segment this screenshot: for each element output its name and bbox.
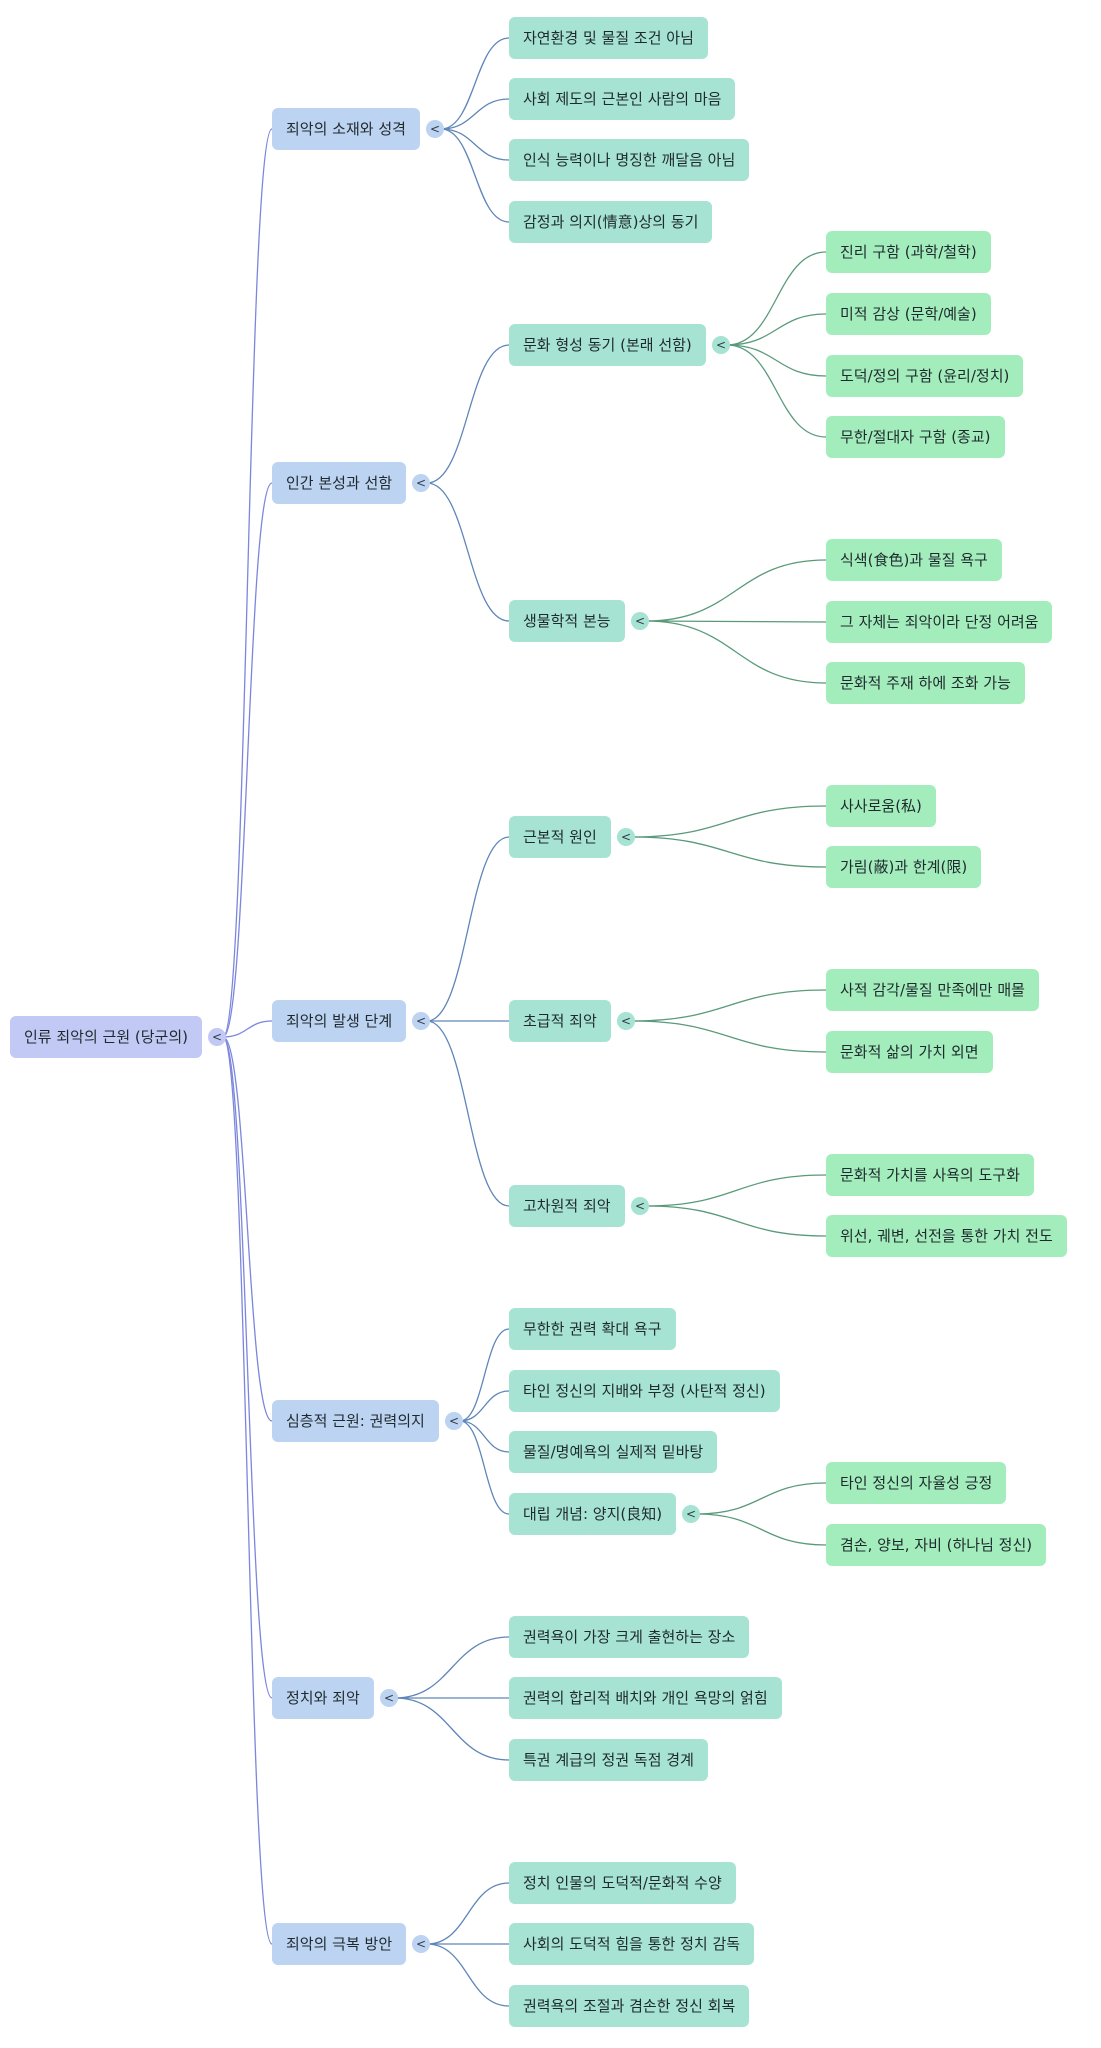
connector-edge xyxy=(426,482,510,622)
collapse-toggle-icon[interactable]: < xyxy=(208,1028,226,1046)
mindmap-node-r-3-3-0[interactable]: 타인 정신의 자율성 긍정 xyxy=(826,1462,1007,1504)
collapse-toggle-icon[interactable]: < xyxy=(380,1689,398,1707)
connector-edge xyxy=(426,344,510,484)
mindmap-node-r-1-0-3[interactable]: 무한/절대자 구함 (종교) xyxy=(826,416,1005,458)
mindmap-node-r-0[interactable]: 죄악의 소재와 성격 xyxy=(272,108,420,150)
connector-edge xyxy=(631,805,827,838)
connector-edge xyxy=(394,1636,510,1699)
mindmap-node-r-2-2-1[interactable]: 위선, 궤변, 선전을 통한 가치 전도 xyxy=(826,1215,1067,1257)
collapse-toggle-icon[interactable]: < xyxy=(712,336,730,354)
collapse-toggle-icon[interactable]: < xyxy=(412,1012,430,1030)
connector-edge xyxy=(440,128,510,223)
mindmap-node-r-2[interactable]: 죄악의 발생 단계 xyxy=(272,1000,407,1042)
mindmap-node-r-1-1-0[interactable]: 식색(食色)과 물질 욕구 xyxy=(826,539,1002,581)
mindmap-node-r-1-1[interactable]: 생물학적 본능 xyxy=(509,600,625,642)
connector-edge xyxy=(426,1943,510,2007)
connector-edge xyxy=(426,836,510,1022)
mindmap-node-r-3-3-1[interactable]: 겸손, 양보, 자비 (하나님 정신) xyxy=(826,1524,1047,1566)
mindmap-node-r-4[interactable]: 정치와 죄악 xyxy=(272,1677,374,1719)
mindmap-node-r-2-0[interactable]: 근본적 원인 xyxy=(509,816,611,858)
mindmap-node-r-4-0[interactable]: 권력욕이 가장 크게 출현하는 장소 xyxy=(509,1616,750,1658)
mindmap-node-r-1-1-1[interactable]: 그 자체는 죄악이라 단정 어려움 xyxy=(826,601,1053,643)
connector-edge xyxy=(726,344,827,377)
collapse-toggle-icon[interactable]: < xyxy=(682,1505,700,1523)
connector-edge xyxy=(222,1036,273,1699)
mindmap-node-r-1-0-1[interactable]: 미적 감상 (문학/예술) xyxy=(826,293,991,335)
connector-edge xyxy=(696,1482,827,1515)
connector-edge xyxy=(726,313,827,346)
mindmap-node-r-2-1-0[interactable]: 사적 감각/물질 만족에만 매몰 xyxy=(826,969,1039,1011)
root-node[interactable]: 인류 죄악의 근원 (당군의) xyxy=(10,1016,203,1058)
mindmap-node-r-2-0-1[interactable]: 가림(蔽)과 한계(限) xyxy=(826,846,982,888)
mindmap-node-r-5[interactable]: 죄악의 극복 방안 xyxy=(272,1923,407,1965)
mindmap-node-r-0-3[interactable]: 감정과 의지(情意)상의 동기 xyxy=(509,201,713,243)
connector-edge xyxy=(426,1882,510,1945)
connector-edge xyxy=(696,1513,827,1546)
connector-edge xyxy=(459,1420,510,1453)
connector-edge xyxy=(631,1020,827,1053)
connector-edge xyxy=(645,620,827,684)
connector-edge xyxy=(222,1036,273,1422)
collapse-toggle-icon[interactable]: < xyxy=(617,828,635,846)
connector-edge xyxy=(459,1390,510,1422)
mindmap-node-r-5-0[interactable]: 정치 인물의 도덕적/문화적 수양 xyxy=(509,1862,736,1904)
connector-edge xyxy=(440,98,510,130)
collapse-toggle-icon[interactable]: < xyxy=(631,1197,649,1215)
connector-edge xyxy=(645,1205,827,1237)
mindmap-node-r-5-1[interactable]: 사회의 도덕적 힘을 통한 정치 감독 xyxy=(509,1923,755,1965)
collapse-toggle-icon[interactable]: < xyxy=(412,474,430,492)
connector-edge xyxy=(631,836,827,868)
mindmap-node-r-3-2[interactable]: 물질/명예욕의 실제적 밑바탕 xyxy=(509,1431,718,1473)
connector-edge xyxy=(222,1020,273,1038)
collapse-toggle-icon[interactable]: < xyxy=(617,1012,635,1030)
mindmap-node-r-4-2[interactable]: 특권 계급의 정권 독점 경계 xyxy=(509,1739,708,1781)
connector-edge xyxy=(645,1174,827,1207)
connector-edge xyxy=(645,620,827,623)
mindmap-node-r-3-3[interactable]: 대립 개념: 양지(良知) xyxy=(509,1493,677,1535)
mindmap-node-r-0-2[interactable]: 인식 능력이나 명징한 깨달음 아님 xyxy=(509,139,750,181)
mindmap-node-r-1-0[interactable]: 문화 형성 동기 (본래 선함) xyxy=(509,324,706,366)
mindmap-node-r-3[interactable]: 심층적 근원: 권력의지 xyxy=(272,1400,439,1442)
connector-edge xyxy=(426,1020,510,1207)
mindmap-node-r-0-0[interactable]: 자연환경 및 물질 조건 아님 xyxy=(509,17,708,59)
mindmap-node-r-2-1[interactable]: 초급적 죄악 xyxy=(509,1000,611,1042)
mindmap-node-r-0-1[interactable]: 사회 제도의 근본인 사람의 마음 xyxy=(509,78,736,120)
connector-edge xyxy=(222,128,273,1038)
connector-edge xyxy=(631,989,827,1022)
connector-edge xyxy=(222,1036,273,1945)
collapse-toggle-icon[interactable]: < xyxy=(445,1412,463,1430)
mindmap-node-r-1-1-2[interactable]: 문화적 주재 하에 조화 가능 xyxy=(826,662,1025,704)
connector-edge xyxy=(726,344,827,438)
connector-edge xyxy=(459,1420,510,1515)
mindmap-node-r-2-0-0[interactable]: 사사로움(私) xyxy=(826,785,936,827)
mindmap-node-r-1[interactable]: 인간 본성과 선함 xyxy=(272,462,407,504)
connector-edge xyxy=(645,559,827,622)
mindmap-node-r-3-0[interactable]: 무한한 권력 확대 욕구 xyxy=(509,1308,676,1350)
mindmap-node-r-2-2[interactable]: 고차원적 죄악 xyxy=(509,1185,625,1227)
connector-edge xyxy=(726,251,827,346)
connector-edge xyxy=(222,482,273,1038)
connector-edge xyxy=(440,128,510,161)
connector-edge xyxy=(459,1328,510,1422)
mindmap-node-r-2-1-1[interactable]: 문화적 삶의 가치 외면 xyxy=(826,1031,993,1073)
mindmap-node-r-1-0-0[interactable]: 진리 구함 (과학/철학) xyxy=(826,231,991,273)
connector-edge xyxy=(440,37,510,130)
connector-edge xyxy=(394,1697,510,1761)
mindmap-node-r-4-1[interactable]: 권력의 합리적 배치와 개인 욕망의 얽힘 xyxy=(509,1677,782,1719)
mindmap-node-r-5-2[interactable]: 권력욕의 조절과 겸손한 정신 회복 xyxy=(509,1985,750,2027)
mindmap-node-r-1-0-2[interactable]: 도덕/정의 구함 (윤리/정치) xyxy=(826,355,1024,397)
mindmap-node-r-2-2-0[interactable]: 문화적 가치를 사욕의 도구화 xyxy=(826,1154,1034,1196)
collapse-toggle-icon[interactable]: < xyxy=(426,120,444,138)
mindmap-node-r-3-1[interactable]: 타인 정신의 지배와 부정 (사탄적 정신) xyxy=(509,1370,780,1412)
collapse-toggle-icon[interactable]: < xyxy=(631,612,649,630)
collapse-toggle-icon[interactable]: < xyxy=(412,1935,430,1953)
